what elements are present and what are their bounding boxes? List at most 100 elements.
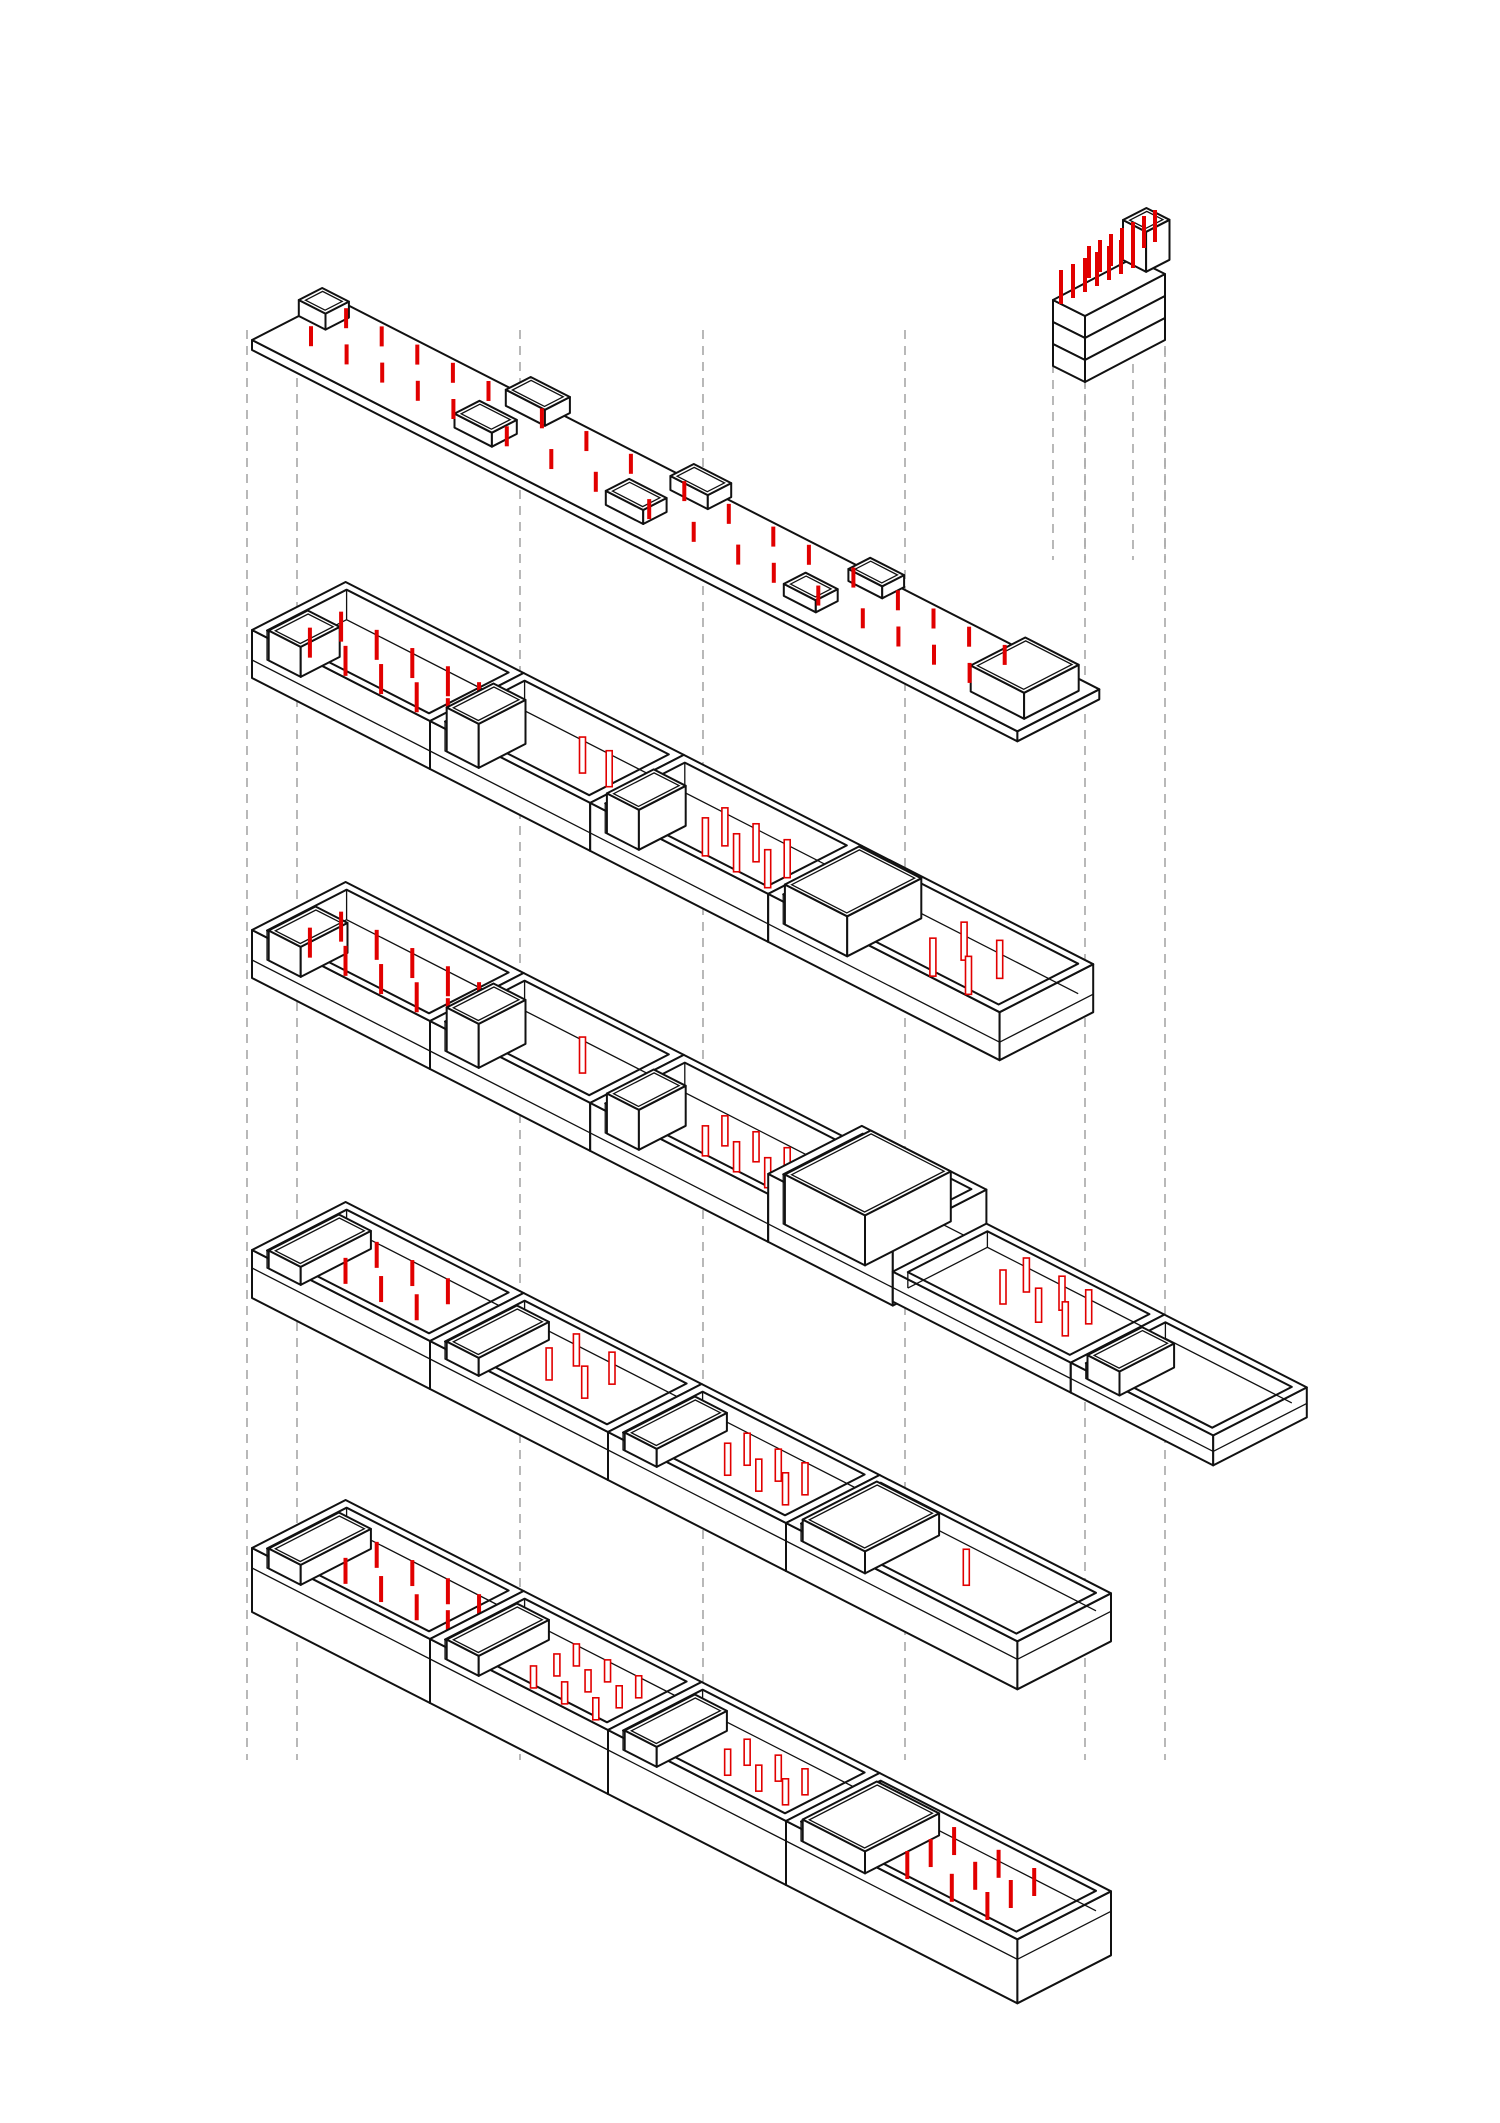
segment-2-column-1-1 [752, 1130, 760, 1163]
segment-0-column-2-0 [379, 964, 384, 995]
segment-0-column-3-1 [445, 666, 450, 697]
segment-1-column-0-2 [572, 1643, 581, 1667]
segment-0-column-1-1 [410, 1260, 415, 1287]
level-middle-floor [251, 881, 1308, 1467]
segment-3-column-2-0 [985, 1892, 990, 1920]
roof-column-0-1 [344, 308, 349, 329]
segment-2-column-2-1 [783, 838, 792, 879]
segment-2-column-0-1 [743, 1432, 751, 1467]
segment-0-core-opening [273, 1515, 366, 1563]
segment-2-column-1-1 [774, 1448, 783, 1482]
roof-column-11-0 [771, 562, 776, 583]
level-upper-floor [251, 581, 1095, 1062]
segment-2-column-0-0 [701, 817, 710, 857]
roof-column-1-0 [344, 344, 349, 365]
level-middle-segment-5 [1069, 1313, 1308, 1467]
tower-side-2 [1084, 317, 1166, 383]
roof-column-4-1 [486, 381, 491, 401]
segment-1-core-opening [451, 1308, 544, 1356]
segment-2-column-2-0 [763, 848, 772, 889]
segment-3-column-1-0 [949, 1873, 954, 1902]
segment-2-column-0-0 [701, 1125, 710, 1157]
level-upper-segment-3 [767, 844, 1095, 1062]
segment-2-column-2-1 [801, 1462, 809, 1496]
level-ground-floor [251, 1499, 1112, 2005]
segment-3-core-opening [790, 849, 917, 914]
segment-2-column-1-0 [732, 1140, 741, 1173]
segment-0-column-2-0 [414, 1294, 419, 1321]
segment-1-column-1-2 [603, 1659, 612, 1683]
roof-box-7-top [969, 636, 1080, 694]
segment-4-column-1-0 [1034, 1287, 1043, 1323]
roof-column-4-0 [451, 399, 456, 419]
segment-2-column-0-1 [721, 807, 729, 847]
segment-0-column-3-0 [414, 982, 419, 1013]
segment-1-core-opening [451, 1606, 544, 1654]
segment-0-column-2-0 [379, 664, 384, 695]
segment-2-column-0-0 [723, 1748, 732, 1777]
segment-1-core-top [445, 1304, 550, 1359]
roof-box-5-opening [789, 575, 833, 598]
segment-3-core-top [783, 1129, 952, 1217]
segment-2-core-top [623, 1693, 728, 1748]
roof-column-6-0 [549, 449, 554, 470]
segment-1-column-1-1 [608, 1351, 616, 1385]
roof-box-7-opening [975, 640, 1074, 691]
segment-3-core-opening [807, 1784, 934, 1849]
roof-column-10-1 [771, 526, 776, 547]
segment-0-core-top [267, 1511, 372, 1566]
segment-0-column-1-0 [343, 645, 348, 676]
roof-box-3-opening [611, 481, 662, 508]
roof-column-2-0 [380, 362, 385, 383]
tower-post-front-6 [1131, 234, 1135, 268]
segment-0-core-opening [273, 1217, 366, 1265]
roof-box-5-top [782, 571, 839, 602]
segment-1-column-0-0 [545, 1347, 553, 1381]
roof-column-7-1 [628, 453, 633, 474]
segment-2-column-0-1 [743, 1738, 751, 1767]
segment-1-column-0-1 [553, 1653, 561, 1677]
tower-post-front-1 [1071, 264, 1075, 298]
segment-2-core-opening [612, 1072, 681, 1108]
level-ground-segment-0 [251, 1499, 525, 1704]
segment-3-column-0-0 [929, 937, 937, 977]
roof-column-16-1 [1002, 644, 1007, 665]
segment-2-column-2-1 [801, 1768, 809, 1796]
roof-column-6-1 [584, 431, 589, 452]
roof-box-0-top [297, 287, 350, 315]
segment-3-column-0-1 [928, 1839, 933, 1868]
segment-0-core-top [267, 1213, 372, 1268]
segment-0-column-3-1 [477, 1594, 482, 1621]
roof-column-14-1 [931, 608, 936, 629]
level-first-segment-1 [429, 1292, 703, 1481]
roof-column-5-1 [539, 408, 544, 429]
segment-1-core-top [445, 1602, 550, 1657]
roof-column-12-0 [816, 585, 821, 606]
roof-column-14-0 [896, 626, 901, 647]
roof-column-3-0 [415, 380, 420, 401]
segment-5-core-top [1086, 1326, 1176, 1373]
segment-1-column-1-0 [605, 749, 614, 788]
segment-0-column-3-0 [414, 682, 419, 713]
roof-column-13-0 [860, 608, 865, 629]
level-ground-segment-3 [785, 1772, 1112, 2005]
segment-3-column-2-2 [1032, 1868, 1037, 1896]
segment-3-column-1-1 [973, 1861, 978, 1890]
segment-3-core-opening [807, 1484, 934, 1549]
segment-3-column-1-1 [995, 939, 1004, 980]
segment-3-column-0-2 [952, 1827, 957, 1856]
segment-2-column-0-1 [721, 1115, 729, 1147]
segment-0-column-0-0 [307, 927, 312, 958]
roof-column-7-0 [593, 471, 598, 492]
segment-1-column-1-1 [584, 1669, 592, 1693]
segment-2-column-1-0 [754, 1764, 763, 1792]
segment-4-column-2-0 [1061, 1301, 1070, 1337]
segment-0-column-0-1 [339, 911, 344, 942]
level-roof [251, 287, 1101, 743]
segment-3-floor-line [767, 923, 1094, 1043]
tower-post-front-5 [1119, 240, 1123, 274]
segment-1-column-0-0 [529, 1665, 538, 1689]
roof-box-6-opening [853, 560, 899, 584]
tower-top [1052, 257, 1166, 317]
